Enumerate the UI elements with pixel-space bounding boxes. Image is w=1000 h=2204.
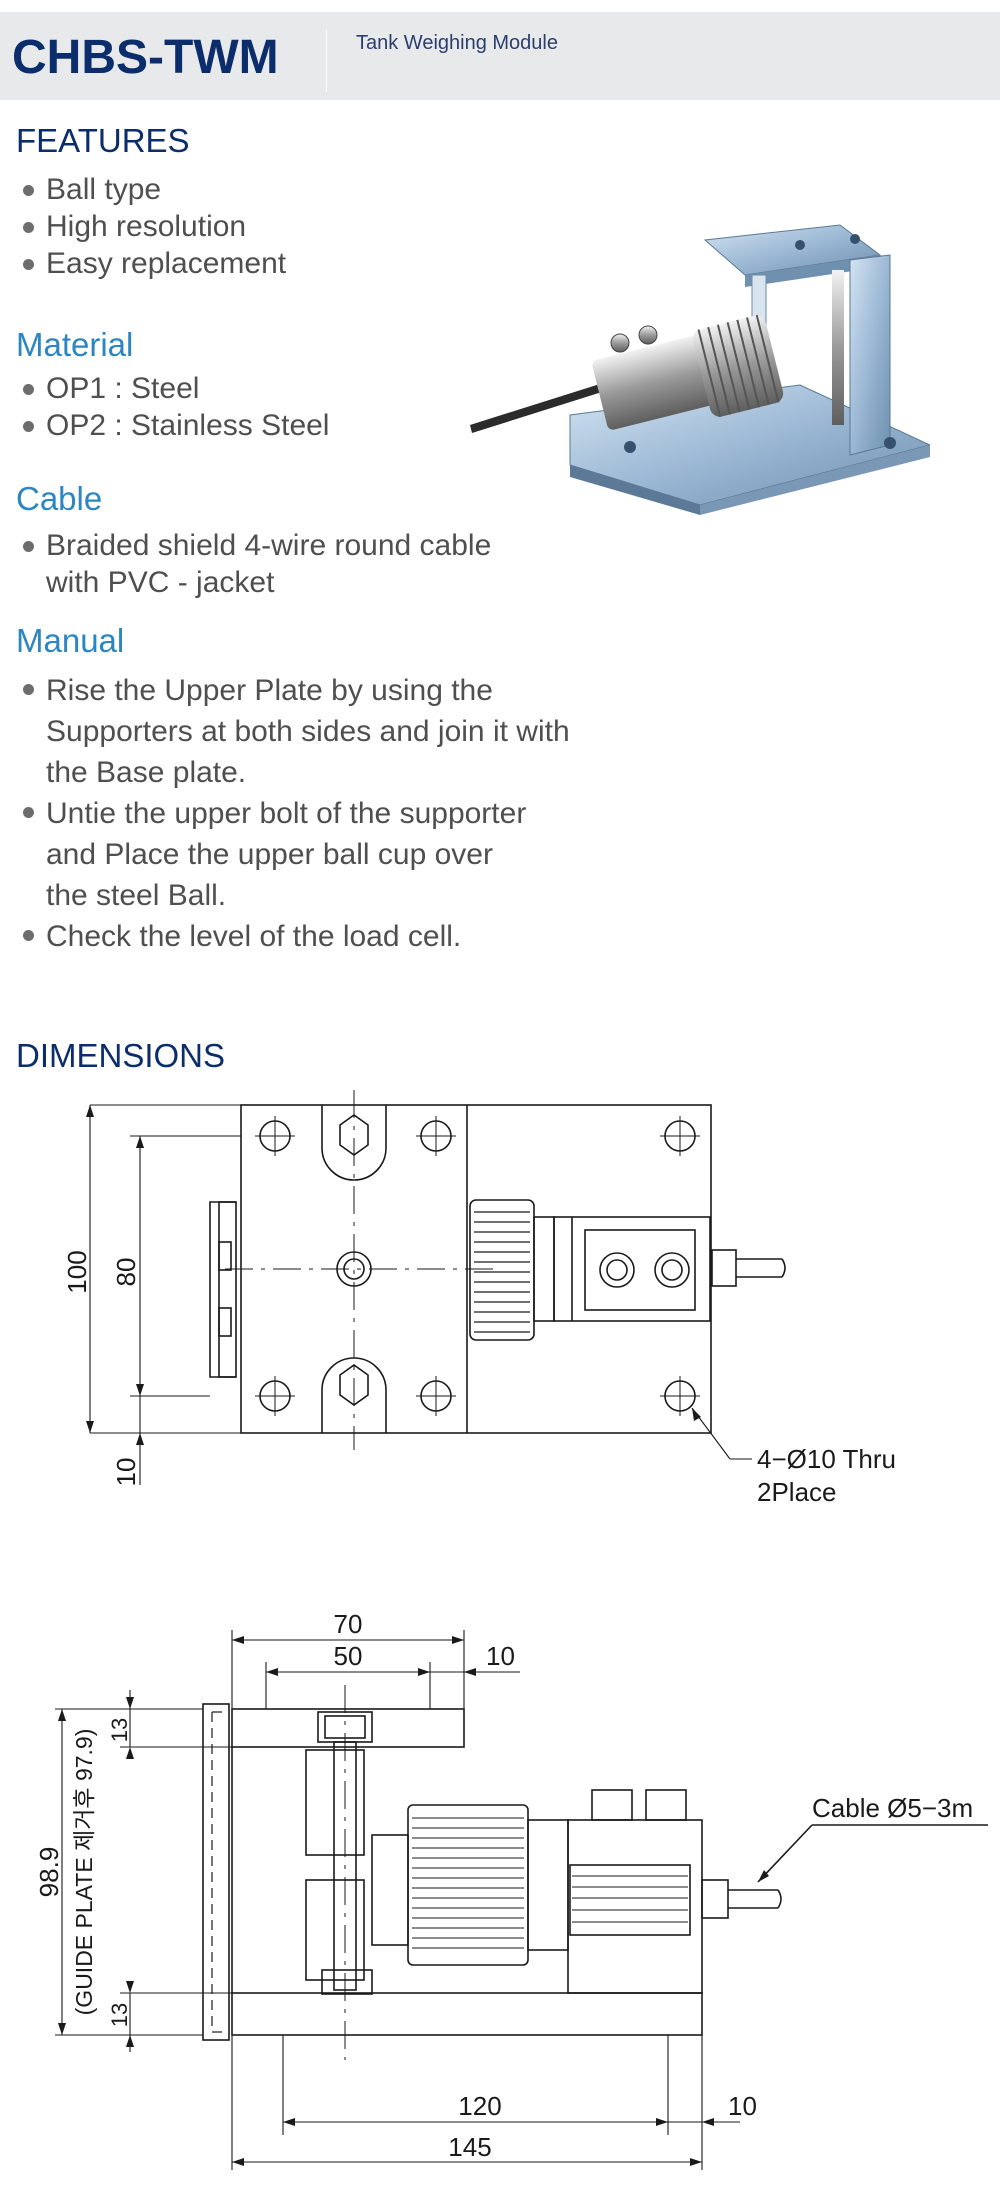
list-item: High resolution <box>20 208 286 245</box>
features-list: Ball type High resolution Easy replaceme… <box>20 171 286 282</box>
manual-line: Rise the Upper Plate by using the <box>46 674 493 707</box>
product-photo <box>470 224 930 515</box>
manual-list: Rise the Upper Plate by using the Suppor… <box>20 670 570 957</box>
hole-note-1: 4−Ø10 Thru <box>757 1444 896 1474</box>
list-item: OP1 : Steel <box>20 370 329 407</box>
dim-top-total: 70 <box>334 1609 363 1639</box>
list-item: Check the level of the load cell. <box>20 916 570 957</box>
manual-line: Supporters at both sides and join it wit… <box>46 715 570 748</box>
dim-bottom-inner: 120 <box>458 2091 501 2121</box>
cable-title: Cable <box>16 480 103 517</box>
cable-line-1: Braided shield 4-wire round cable <box>46 529 492 562</box>
list-item: Rise the Upper Plate by using the Suppor… <box>20 670 570 793</box>
cable-list: Braided shield 4-wire round cable with P… <box>20 527 491 601</box>
dim-height-note: (GUIDE PLATE 제거후 97.9) <box>71 1729 97 2016</box>
manual-line: and Place the upper ball cup over <box>46 838 493 871</box>
dimension-drawing: 100 80 10 4−Ø10 Thru 2Place 70 50 10 13 … <box>34 1090 988 2170</box>
dim-top-offset: 10 <box>486 1641 515 1671</box>
dimensions-title: DIMENSIONS <box>16 1037 226 1074</box>
material-list: OP1 : Steel OP2 : Stainless Steel <box>20 370 329 444</box>
list-item: Easy replacement <box>20 245 286 282</box>
dim-offset: 10 <box>111 1458 141 1487</box>
cable-note: Cable Ø5−3m <box>812 1793 973 1823</box>
dim-top-inner: 50 <box>334 1641 363 1671</box>
header-divider <box>326 30 327 92</box>
cable-line-2: with PVC - jacket <box>46 566 275 599</box>
list-item: Braided shield 4-wire round cable with P… <box>20 527 491 601</box>
dim-bottom-total: 145 <box>448 2132 491 2162</box>
dim-plate-bottom: 13 <box>107 2003 132 2027</box>
dim-bottom-offset: 10 <box>728 2091 757 2121</box>
dim-inner: 80 <box>111 1258 141 1287</box>
features-title: FEATURES <box>16 122 190 159</box>
manual-line: Check the level of the load cell. <box>46 920 462 953</box>
manual-line: the Base plate. <box>46 756 247 789</box>
page-header: CHBS-TWM Tank Weighing Module <box>0 12 1000 100</box>
material-title: Material <box>16 326 134 363</box>
manual-line: Untie the upper bolt of the supporter <box>46 797 527 830</box>
hole-note-2: 2Place <box>757 1477 837 1507</box>
manual-line: the steel Ball. <box>46 879 227 912</box>
model-subtitle: Tank Weighing Module <box>356 32 558 54</box>
manual-title: Manual <box>16 622 125 659</box>
list-item: OP2 : Stainless Steel <box>20 407 329 444</box>
list-item: Untie the upper bolt of the supporter an… <box>20 793 570 916</box>
list-item: Ball type <box>20 171 286 208</box>
dim-plate-top: 13 <box>107 1718 132 1742</box>
dim-width: 100 <box>62 1250 92 1293</box>
dim-height: 98.9 <box>34 1847 64 1898</box>
model-title: CHBS-TWM <box>12 31 279 84</box>
